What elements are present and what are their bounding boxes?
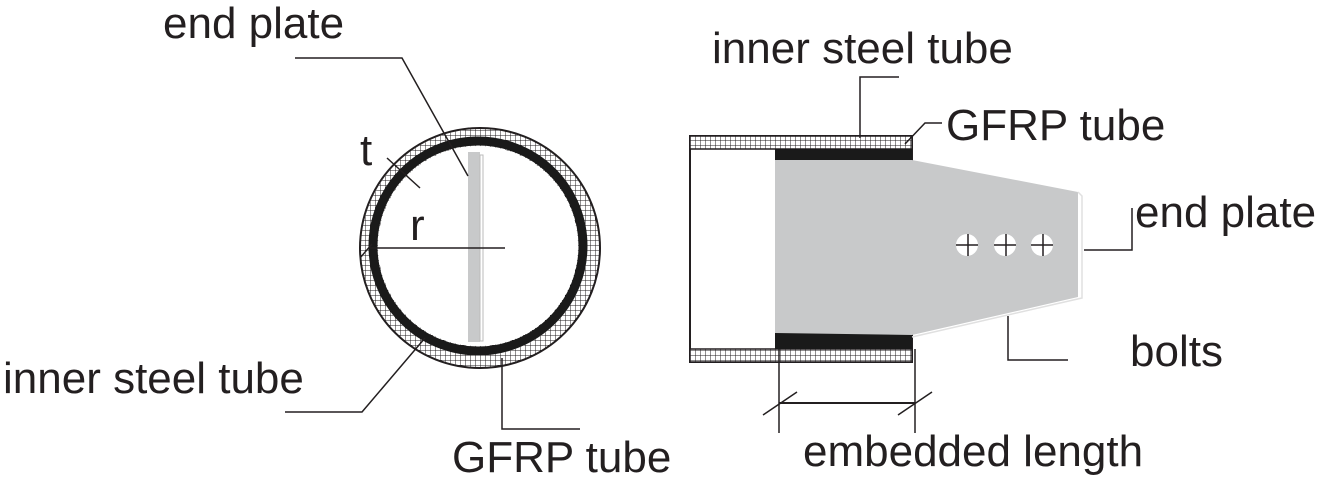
steel-wall-top <box>775 149 912 160</box>
gfrp-wall-bottom <box>689 348 913 363</box>
steel-ring <box>368 136 588 356</box>
gfrp-wall-top <box>689 135 913 150</box>
end-plate-section <box>468 152 480 342</box>
longitudinal-view: inner steel tube GFRP tube end plate bol… <box>689 24 1316 476</box>
label-end-plate-left: end plate <box>163 0 344 48</box>
label-radius: r <box>410 201 425 250</box>
end-plate-edge <box>911 191 1083 338</box>
bolt-holes <box>956 234 1053 256</box>
end-plate-body <box>775 160 1078 335</box>
label-gfrp-right: GFRP tube <box>946 101 1165 150</box>
leader-gfrp-left <box>501 358 580 430</box>
label-inner-steel-right: inner steel tube <box>712 24 1013 73</box>
label-end-plate-right: end plate <box>1135 188 1316 237</box>
radius-tick <box>359 243 373 259</box>
leader-inner-steel-right <box>859 76 899 138</box>
label-gfrp-left: GFRP tube <box>452 433 671 481</box>
steel-wall-bottom <box>775 333 912 349</box>
label-bolts: bolts <box>1130 327 1223 376</box>
leader-gfrp-right <box>904 122 942 145</box>
dim-tick-left <box>762 391 798 416</box>
leader-bolts <box>1007 316 1068 361</box>
dim-tick-right <box>897 391 933 416</box>
thickness-tick <box>386 157 421 189</box>
bolt-icon <box>956 234 978 256</box>
leader-inner-steel-left <box>285 337 426 413</box>
bolt-icon <box>1031 234 1053 256</box>
bolt-icon <box>994 234 1016 256</box>
leader-end-plate-right <box>1084 208 1133 251</box>
label-thickness: t <box>360 126 372 175</box>
cross-section-view: end plate t r inner steel tube GFRP tube <box>3 0 671 481</box>
label-embedded-length: embedded length <box>803 427 1143 476</box>
label-inner-steel-left: inner steel tube <box>3 354 304 403</box>
leader-end-plate-left <box>295 57 469 177</box>
